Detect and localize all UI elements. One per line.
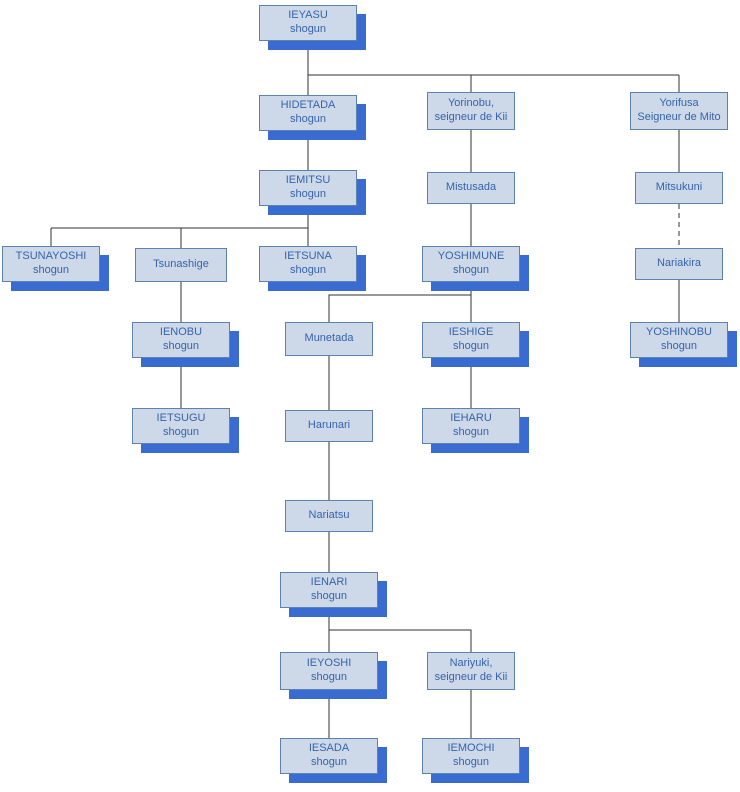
node-mistusada: Mistusada (427, 172, 515, 204)
node-iemitsu-label-0: IEMITSU (285, 174, 331, 187)
node-munetada: Munetada (285, 322, 373, 356)
node-hidetada-label-1: shogun (289, 113, 327, 125)
node-yoshimune-label-1: shogun (452, 264, 490, 276)
node-mitsukuni: Mitsukuni (635, 172, 723, 204)
node-ienobu-label-1: shogun (162, 340, 200, 352)
node-ieyasu-label-1: shogun (289, 23, 327, 35)
node-yorifusa-label-0: Yorifusa (659, 97, 699, 110)
node-ienari-label-0: IENARI (310, 576, 348, 589)
node-ieyasu-label-0: IEYASU (288, 9, 328, 22)
node-ieharu-label-0: IEHARU (450, 412, 492, 425)
node-nariyuki: Nariyuki,seigneur de Kii (427, 652, 515, 690)
node-tsunayoshi-label-1: shogun (32, 264, 70, 276)
node-ienobu-label-0: IENOBU (159, 326, 203, 339)
node-yorinobu-label-1: seigneur de Kii (434, 111, 508, 123)
node-ieshige-label-1: shogun (452, 340, 490, 352)
node-yorinobu-label-0: Yorinobu, (447, 97, 495, 110)
node-tsunashige-label-0: Tsunashige (153, 258, 209, 271)
node-ieshige-label-0: IESHIGE (448, 326, 494, 339)
node-ietsugu-label-0: IETSUGU (156, 412, 206, 425)
node-iemitsu-label-1: shogun (289, 188, 327, 200)
node-ieharu-label-1: shogun (452, 426, 490, 438)
node-nariakira-label-0: Nariakira (656, 257, 701, 270)
node-yoshinobu-label-0: YOSHINOBU (645, 326, 712, 339)
node-ieyoshi-label-1: shogun (310, 671, 348, 683)
node-mistusada-label-0: Mistusada (445, 181, 497, 194)
node-harunari: Harunari (285, 410, 373, 442)
node-ietsuna-label-0: IETSUNA (284, 250, 332, 263)
node-ienari-label-1: shogun (310, 590, 348, 602)
node-iesada-label-1: shogun (310, 756, 348, 768)
node-munetada-label-0: Munetada (304, 332, 354, 345)
edge-yoshimune-munetada (328, 294, 471, 322)
node-nariyuki-label-1: seigneur de Kii (434, 671, 508, 683)
node-nariyuki-label-0: Nariyuki, (449, 657, 493, 670)
edge-ienari-nariyuki (329, 629, 472, 652)
node-iemochi-label-0: IEMOCHI (447, 742, 495, 755)
node-hidetada-label-0: HIDETADA (280, 99, 336, 112)
node-harunari-label-0: Harunari (307, 419, 351, 432)
node-nariakira: Nariakira (635, 248, 723, 280)
node-tsunashige: Tsunashige (135, 248, 227, 282)
node-nariatsu-label-0: Nariatsu (308, 509, 350, 522)
node-mitsukuni-label-0: Mitsukuni (655, 181, 703, 194)
node-ietsuna-label-1: shogun (289, 264, 327, 276)
node-nariatsu: Nariatsu (285, 500, 373, 532)
node-yorinobu: Yorinobu,seigneur de Kii (427, 92, 515, 130)
node-yoshinobu-label-1: shogun (660, 340, 698, 352)
node-tsunayoshi-label-0: TSUNAYOSHI (15, 250, 87, 263)
node-iesada-label-0: IESADA (308, 742, 350, 755)
node-iemochi-label-1: shogun (452, 756, 490, 768)
node-yorifusa-label-1: Seigneur de Mito (637, 111, 721, 123)
node-ieyoshi-label-0: IEYOSHI (306, 657, 352, 670)
node-yoshimune-label-0: YOSHIMUNE (437, 250, 505, 263)
node-ietsugu-label-1: shogun (162, 426, 200, 438)
